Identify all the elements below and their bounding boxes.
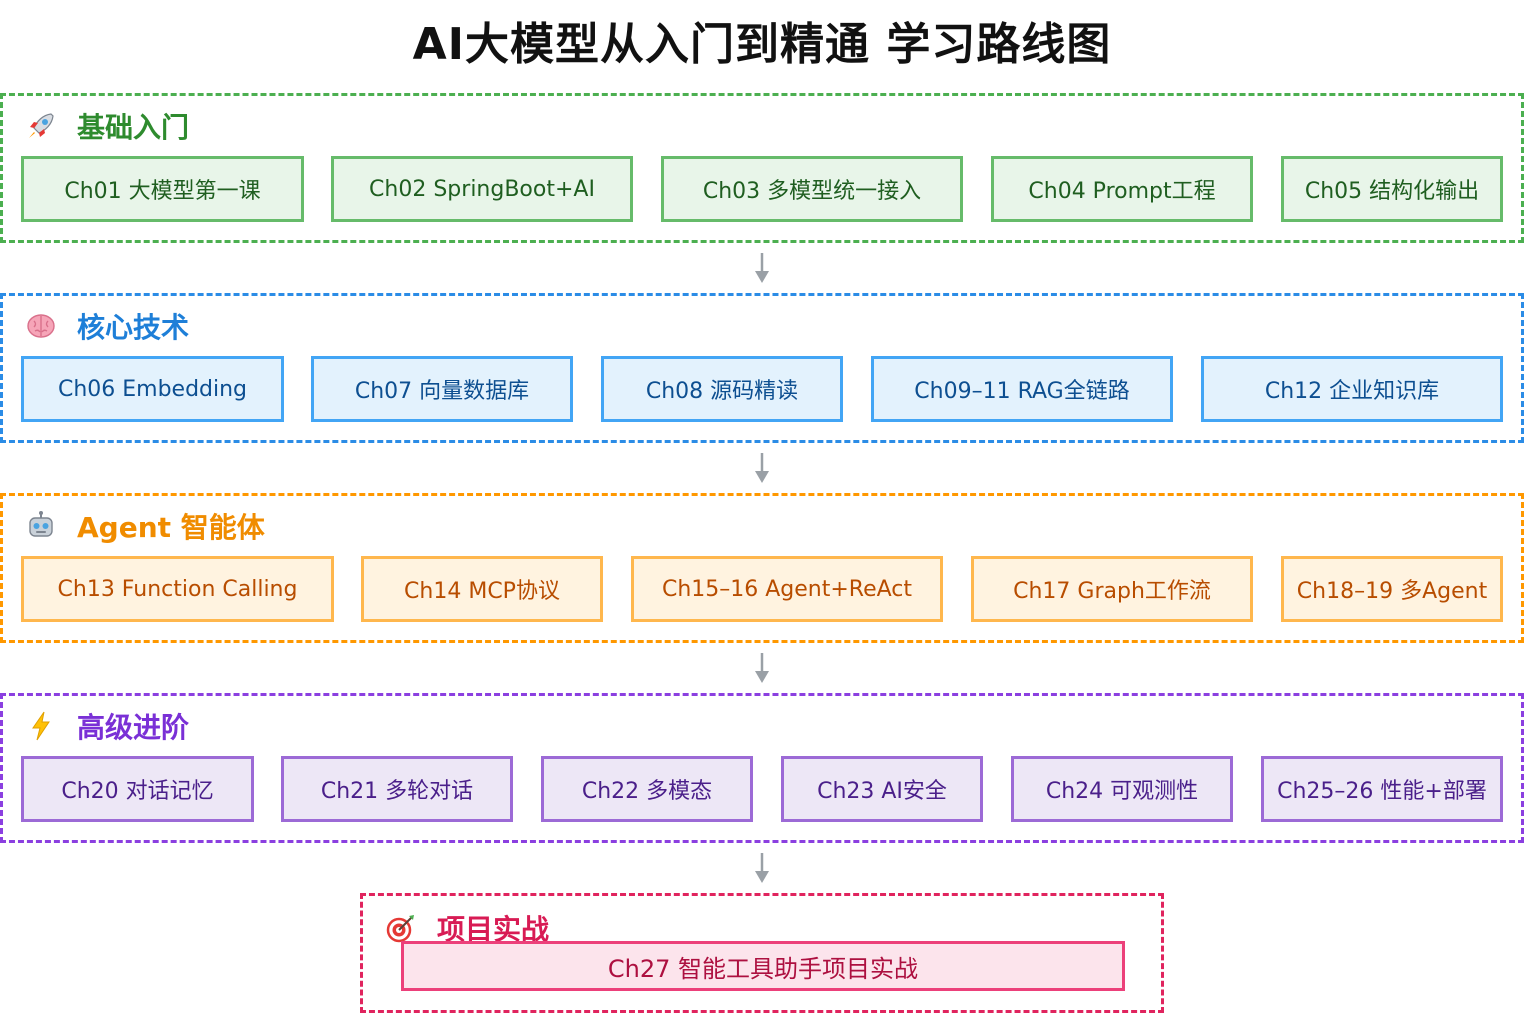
chapter-node-ch09-11[interactable]: Ch09–11 RAG全链路 (871, 356, 1173, 422)
lightning-icon (32, 711, 50, 741)
stage-agent: Agent 智能体 Ch13 Function Calling Ch14 MCP… (0, 493, 1524, 643)
robot-icon (29, 511, 53, 537)
chapter-node-ch12[interactable]: Ch12 企业知识库 (1201, 356, 1503, 422)
chapter-node-ch14[interactable]: Ch14 MCP协议 (361, 556, 603, 622)
stage-label-project: 项目实战 (437, 913, 550, 946)
chapter-node-ch20[interactable]: Ch20 对话记忆 (21, 756, 254, 822)
flow-arrow (755, 653, 769, 683)
flow-arrow (755, 253, 769, 283)
chapter-node-ch21[interactable]: Ch21 多轮对话 (281, 756, 513, 822)
chapter-node-ch05[interactable]: Ch05 结构化输出 (1281, 156, 1503, 222)
stage-project: 项目实战 Ch27 智能工具助手项目实战 (360, 893, 1164, 1013)
chapter-node-ch18-19[interactable]: Ch18–19 多Agent (1281, 556, 1503, 622)
brain-icon (27, 314, 55, 338)
chapter-node-ch07[interactable]: Ch07 向量数据库 (311, 356, 573, 422)
chapter-node-ch24[interactable]: Ch24 可观测性 (1011, 756, 1233, 822)
chapter-node-ch04[interactable]: Ch04 Prompt工程 (991, 156, 1253, 222)
chapter-node-ch22[interactable]: Ch22 多模态 (541, 756, 753, 822)
chapter-node-ch15-16[interactable]: Ch15–16 Agent+ReAct (631, 556, 943, 622)
chapter-node-ch17[interactable]: Ch17 Graph工作流 (971, 556, 1253, 622)
stage-advanced: 高级进阶 Ch20 对话记忆 Ch21 多轮对话 Ch22 多模态 Ch23 A… (0, 693, 1524, 843)
flow-arrow (755, 853, 769, 883)
stage-foundation: 基础入门 Ch01 大模型第一课 Ch02 SpringBoot+AI Ch03… (0, 93, 1524, 243)
page-title: AI大模型从入门到精通 学习路线图 (412, 19, 1112, 70)
flow-arrow (755, 453, 769, 483)
chapter-node-ch02[interactable]: Ch02 SpringBoot+AI (331, 156, 633, 222)
chapter-node-ch23[interactable]: Ch23 AI安全 (781, 756, 983, 822)
stage-label-agent: Agent 智能体 (77, 511, 265, 544)
stage-label-advanced: 高级进阶 (77, 711, 190, 744)
chapter-node-ch08[interactable]: Ch08 源码精读 (601, 356, 843, 422)
stage-core: 核心技术 Ch06 Embedding Ch07 向量数据库 Ch08 源码精读… (0, 293, 1524, 443)
chapter-node-ch03[interactable]: Ch03 多模型统一接入 (661, 156, 963, 222)
chapter-node-ch27[interactable]: Ch27 智能工具助手项目实战 (401, 941, 1125, 991)
rocket-icon (29, 113, 54, 138)
chapter-node-ch01[interactable]: Ch01 大模型第一课 (21, 156, 304, 222)
stage-label-core: 核心技术 (77, 311, 190, 344)
target-icon (386, 915, 414, 943)
stage-label-foundation: 基础入门 (77, 111, 190, 144)
chapter-node-ch13[interactable]: Ch13 Function Calling (21, 556, 334, 622)
chapter-node-ch25-26[interactable]: Ch25–26 性能+部署 (1261, 756, 1503, 822)
chapter-node-ch06[interactable]: Ch06 Embedding (21, 356, 284, 422)
